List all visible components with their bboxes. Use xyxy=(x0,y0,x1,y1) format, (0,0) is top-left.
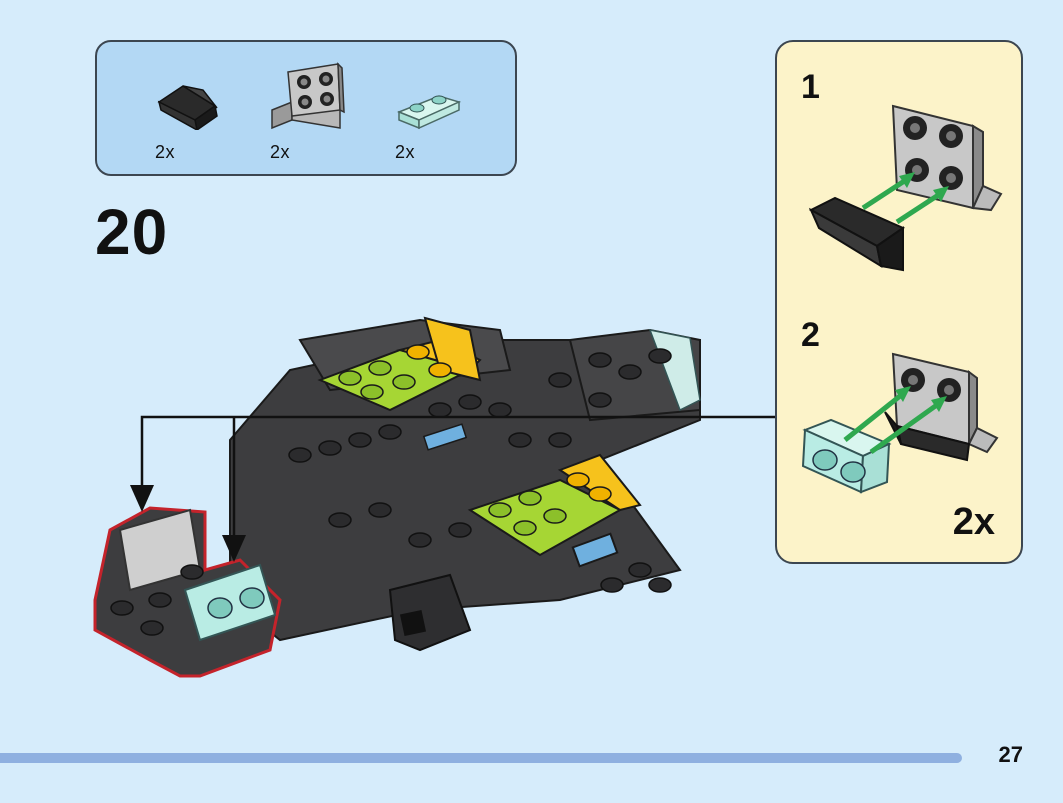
sub-step-number: 1 xyxy=(801,68,820,106)
page-progress-bar xyxy=(0,753,962,763)
arrow-down-icon xyxy=(130,485,154,512)
transparent-plate-icon xyxy=(396,95,462,130)
callout-line xyxy=(140,415,780,490)
gray-angle-plate-icon xyxy=(271,62,345,130)
arrow-down-icon xyxy=(222,535,246,562)
sub-step-number: 2 xyxy=(801,316,820,354)
blue-tile xyxy=(571,532,619,568)
sub-step-1-illustration xyxy=(808,104,1003,272)
part-trans-plate: 2x xyxy=(395,50,465,162)
part-slope: 2x xyxy=(155,50,225,162)
black-slope-brick-icon xyxy=(157,85,218,130)
blue-strip xyxy=(422,423,468,451)
part-qty: 2x xyxy=(395,142,416,162)
parts-list-box: 2x 2x 2x xyxy=(95,40,517,176)
sub-assembly-box: 1 2 2x xyxy=(775,40,1023,564)
sub-step-2-illustration xyxy=(801,352,999,494)
part-qty: 2x xyxy=(270,142,291,162)
model-illustration xyxy=(93,316,780,678)
step-number: 20 xyxy=(95,196,169,268)
page-number: 27 xyxy=(998,742,1023,767)
part-qty: 2x xyxy=(155,142,176,162)
sub-assembly-multiplier: 2x xyxy=(952,501,995,543)
part-angle-plate: 2x xyxy=(270,50,350,162)
